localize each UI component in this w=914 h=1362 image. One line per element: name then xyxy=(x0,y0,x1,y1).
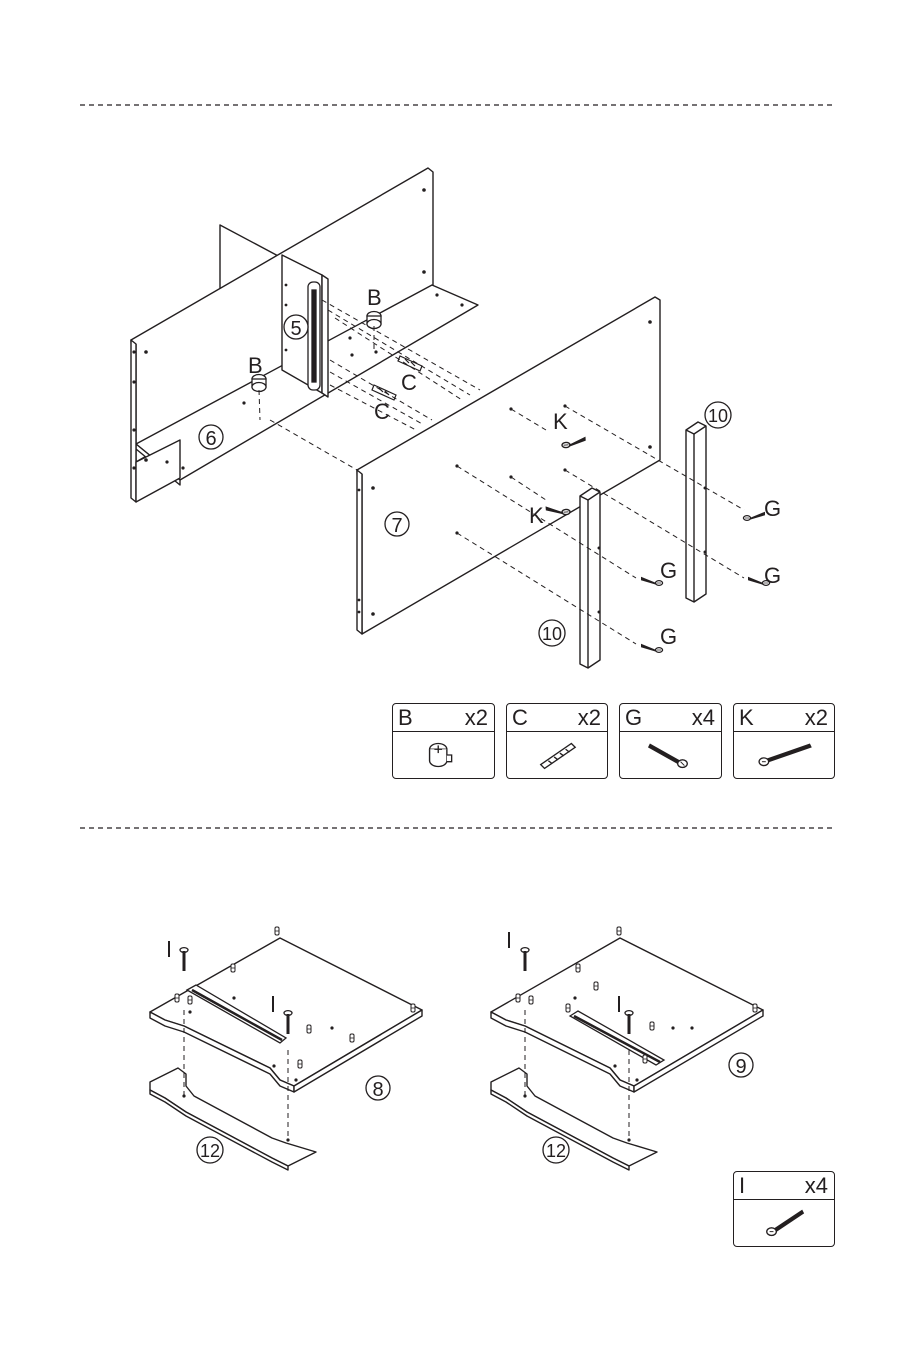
hardware-letter: C xyxy=(512,707,528,729)
hardware-qty: x2 xyxy=(465,707,488,729)
part-label-6: 6 xyxy=(205,428,216,450)
part-label-7: 7 xyxy=(391,515,402,537)
hardware-letter: G xyxy=(625,707,642,729)
callout-b-right: B xyxy=(367,285,382,310)
callout-b-left: B xyxy=(248,353,263,378)
callout-g-1: G xyxy=(764,496,781,521)
callout-g-4: G xyxy=(660,624,677,649)
callout-g-3: G xyxy=(660,558,677,583)
rail-10-back xyxy=(686,422,706,602)
callout-g-2: G xyxy=(764,563,781,588)
hardware-letter: K xyxy=(739,707,754,729)
screw-i-right-1 xyxy=(521,948,529,971)
callout-c-upper: C xyxy=(401,370,417,395)
part-label-8: 8 xyxy=(372,1079,383,1101)
short-screw-icon xyxy=(620,732,721,778)
part-label-9: 9 xyxy=(735,1056,746,1078)
hardware-qty: x2 xyxy=(805,707,828,729)
cam-lock-icon xyxy=(393,732,494,778)
part-label-10-back: 10 xyxy=(708,406,728,426)
dowel-c-upper xyxy=(398,356,422,371)
screw-i-left-1 xyxy=(180,948,188,971)
long-screw-icon xyxy=(734,732,834,778)
callout-k-upper: K xyxy=(553,409,568,434)
rail-10-front xyxy=(580,488,600,668)
hardware-qty: x2 xyxy=(578,707,601,729)
hardware-letter: I xyxy=(739,1175,745,1197)
hardware-letter: B xyxy=(398,707,413,729)
cam-lock-b-right xyxy=(367,312,381,329)
drawer-slide-rail xyxy=(308,282,320,390)
part-label-12-right: 12 xyxy=(546,1141,566,1161)
screw-g-1 xyxy=(743,512,765,521)
part-label-12-left: 12 xyxy=(200,1141,220,1161)
dowel-c-lower xyxy=(372,385,396,400)
part-label-10-front: 10 xyxy=(542,624,562,644)
hardware-qty: x4 xyxy=(805,1175,828,1197)
part-label-5: 5 xyxy=(290,318,301,340)
callout-k-lower: K xyxy=(529,503,544,528)
screw-icon xyxy=(734,1200,834,1246)
callout-c-lower: C xyxy=(374,399,390,424)
hardware-qty: x4 xyxy=(692,707,715,729)
wood-dowel-icon xyxy=(507,732,607,778)
